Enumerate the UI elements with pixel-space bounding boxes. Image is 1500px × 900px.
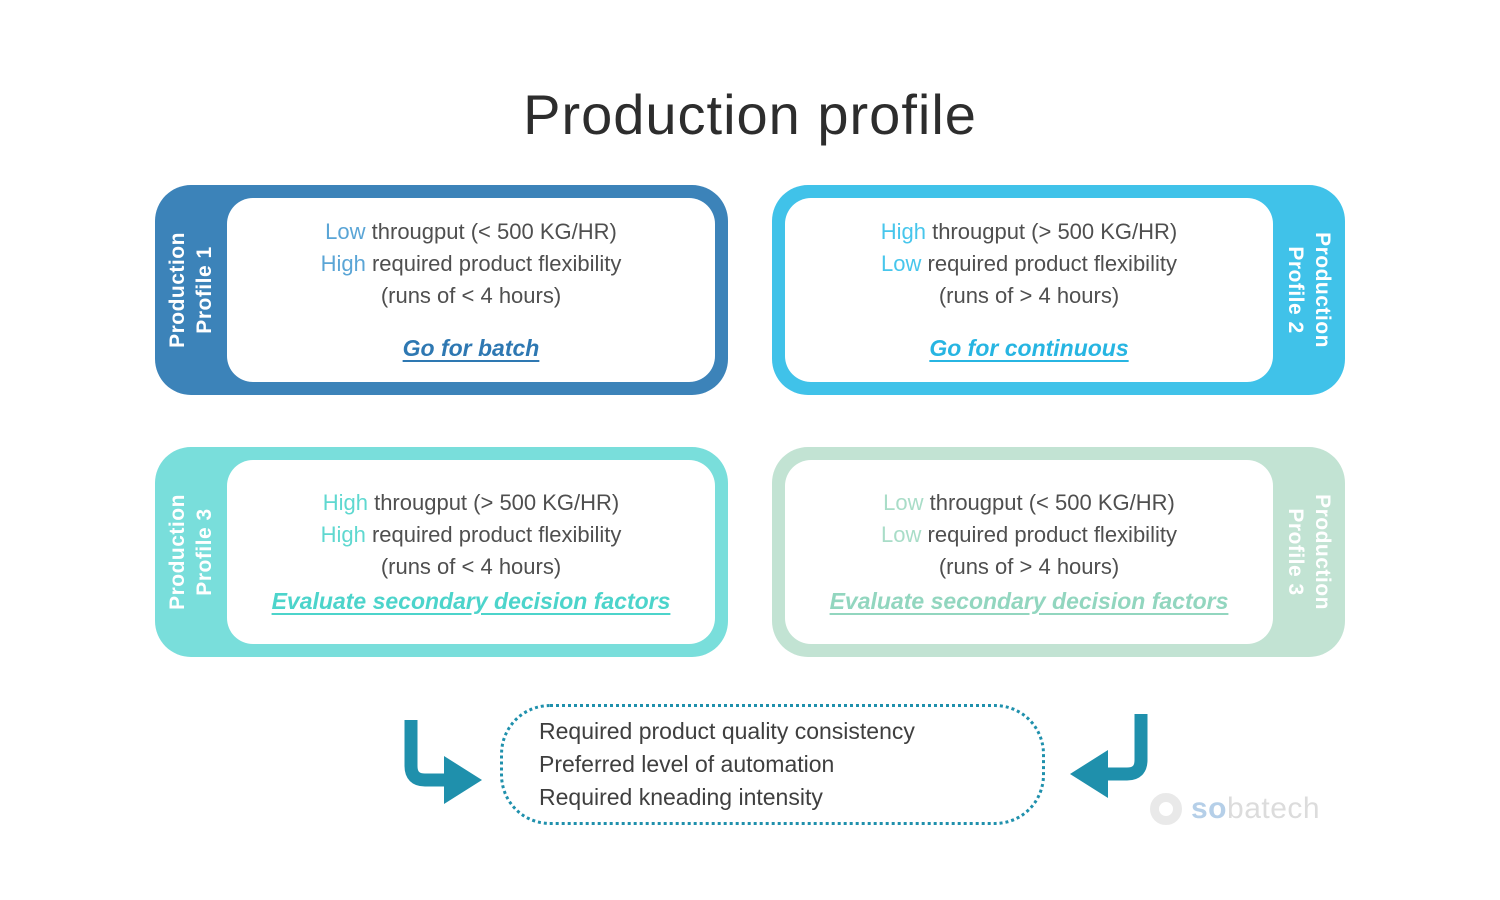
evaluate-secondary-factors-link[interactable]: Evaluate secondary decision factors: [829, 587, 1229, 614]
runs-line: (runs of > 4 hours): [938, 553, 1120, 579]
profile-3-left-card: Production Profile 3 High througput (> 5…: [155, 447, 728, 657]
runs-line: (runs of < 4 hours): [380, 553, 562, 579]
profile-1-card: Production Profile 1 Low througput (< 50…: [155, 185, 728, 395]
go-for-batch-link[interactable]: Go for batch: [402, 334, 540, 361]
highlight-word: Low: [881, 250, 922, 276]
line-text: througput (< 500 KG/HR): [365, 218, 617, 244]
tab-line: Profile 3: [193, 508, 216, 596]
runs-line: (runs of < 4 hours): [380, 282, 562, 308]
factor-item: Required product quality consistency: [539, 718, 915, 744]
tab-line: Production: [1311, 494, 1334, 610]
secondary-factors-box: Required product quality consistency Pre…: [500, 704, 1045, 825]
highlight-word: Low: [883, 489, 924, 515]
profile-2-tab-label: Production Profile 2: [1273, 185, 1345, 395]
throughput-line: High througput (> 500 KG/HR): [323, 487, 620, 519]
sobatech-logo-suffix: batech: [1227, 792, 1321, 825]
line-text: required product flexibility: [365, 250, 622, 276]
go-for-continuous-link[interactable]: Go for continuous: [929, 334, 1129, 361]
line-text: required product flexibility: [921, 250, 1177, 276]
profile-2-body: High througput (> 500 KG/HR) Low require…: [785, 198, 1273, 382]
page-title: Production profile: [523, 83, 977, 146]
tab-line: Production: [1311, 232, 1334, 348]
line-text: througput (> 500 KG/HR): [367, 489, 620, 515]
factor-item: Required kneading intensity: [539, 784, 823, 810]
highlight-word: High: [320, 250, 366, 276]
tab-line: Profile 3: [1284, 508, 1307, 596]
profile-3-right-card: Production Profile 3 Low througput (< 50…: [772, 447, 1345, 657]
sobatech-ring-icon: [1150, 793, 1182, 825]
profile-1-body: Low througput (< 500 KG/HR) High require…: [227, 198, 715, 382]
profile-3-left-body: High througput (> 500 KG/HR) High requir…: [227, 460, 715, 644]
profile-3-right-tab-label: Production Profile 3: [1273, 447, 1345, 657]
flexibility-line: High required product flexibility: [321, 248, 622, 280]
highlight-word: High: [880, 218, 926, 244]
return-left-arrow-icon: [1064, 712, 1152, 809]
highlight-word: High: [320, 521, 366, 547]
line-text: required product flexibility: [365, 521, 622, 547]
evaluate-secondary-factors-link[interactable]: Evaluate secondary decision factors: [271, 587, 671, 614]
tab-line: Production: [166, 494, 189, 610]
profile-3-left-tab-label: Production Profile 3: [155, 447, 227, 657]
throughput-line: Low througput (< 500 KG/HR): [883, 487, 1175, 519]
throughput-line: Low througput (< 500 KG/HR): [325, 216, 617, 248]
factor-item: Preferred level of automation: [539, 751, 835, 777]
tab-line: Profile 2: [1284, 246, 1307, 334]
profile-3-right-body: Low througput (< 500 KG/HR) Low required…: [785, 460, 1273, 644]
line-text: througput (< 500 KG/HR): [923, 489, 1175, 515]
down-right-arrow-icon: [400, 718, 486, 815]
throughput-line: High througput (> 500 KG/HR): [881, 216, 1178, 248]
line-text: througput (> 500 KG/HR): [925, 218, 1178, 244]
runs-line: (runs of > 4 hours): [938, 282, 1120, 308]
line-text: required product flexibility: [921, 521, 1177, 547]
tab-line: Production: [166, 232, 189, 348]
flexibility-line: Low required product flexibility: [881, 248, 1177, 280]
flexibility-line: High required product flexibility: [321, 519, 622, 551]
highlight-word: Low: [325, 218, 366, 244]
profile-1-tab-label: Production Profile 1: [155, 185, 227, 395]
highlight-word: Low: [881, 521, 922, 547]
profile-2-card: Production Profile 2 High througput (> 5…: [772, 185, 1345, 395]
flexibility-line: Low required product flexibility: [881, 519, 1177, 551]
highlight-word: High: [322, 489, 368, 515]
sobatech-logo-prefix: so: [1191, 792, 1228, 825]
tab-line: Profile 1: [193, 246, 216, 334]
